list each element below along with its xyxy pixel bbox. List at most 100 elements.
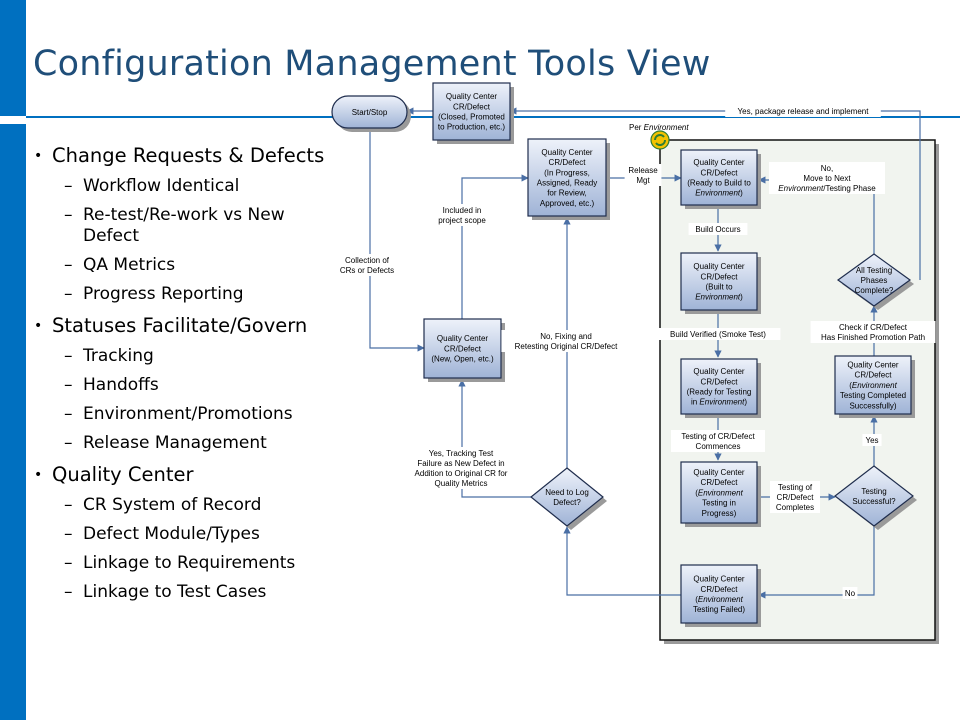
- connector-label-text: Testing of CR/Defect: [681, 432, 755, 441]
- flow-node-text: Quality Center: [693, 158, 744, 167]
- flow-node-completed: Quality CenterCR/Defect(EnvironmentTesti…: [834, 355, 915, 418]
- connector-label-text: Commences: [696, 442, 741, 451]
- sub-bullet-item: –Re-test/Re-work vs New Defect: [64, 205, 285, 246]
- sub-bullet-item: –Handoffs: [64, 375, 159, 395]
- flow-node-text: Approved, etc.): [540, 199, 595, 208]
- sub-bullet-item: –QA Metrics: [64, 255, 176, 275]
- slide-title: Configuration Management Tools View: [33, 44, 711, 84]
- flow-node-text: (New, Open, etc.): [431, 355, 494, 364]
- connector-label-text: Mgt: [636, 176, 650, 185]
- decision-text: Need to Log: [545, 488, 589, 497]
- cycle-icon: [650, 130, 670, 150]
- flow-node-text: Environment): [695, 189, 743, 198]
- flow-node-text: Successfully): [849, 401, 896, 410]
- flow-node-text: (Environment: [695, 595, 743, 604]
- connector-label-build-verified: Build Verified (Smoke Test): [655, 328, 781, 340]
- flow-node-text: CR/Defect: [549, 158, 587, 167]
- connector-label-text: CRs or Defects: [340, 266, 394, 275]
- connector-label-text: Move to Next: [803, 174, 851, 183]
- bullet-dot: •: [34, 148, 43, 164]
- connector-label-text: Yes: [865, 436, 878, 445]
- connector-label-no: No: [842, 587, 858, 599]
- flow-node-text: Quality Center: [446, 92, 497, 101]
- bullet-item: •Statuses Facilitate/Govern: [34, 314, 308, 337]
- sub-bullet-item: –Linkage to Test Cases: [64, 582, 267, 602]
- per-environment-label: Per Environment: [629, 123, 689, 132]
- connector-label-text: No: [845, 589, 856, 598]
- connector-label-text: No,: [821, 164, 833, 173]
- left-accent-bar-bottom: [0, 124, 26, 720]
- flow-node-text: for Review,: [547, 189, 587, 198]
- start-stop-node: [331, 95, 408, 129]
- flow-node-text: Quality Center: [693, 367, 744, 376]
- flow-node-text: (Ready for Testing: [687, 387, 752, 396]
- connector-label-text: Retesting Original CR/Defect: [515, 342, 618, 351]
- connector-label-text: Environment/Testing Phase: [778, 184, 876, 193]
- sub-bullet-item: –Tracking: [64, 346, 154, 366]
- connector-label-text: Included in: [443, 206, 482, 215]
- sub-bullet-item: –Progress Reporting: [64, 284, 244, 304]
- flow-node-failed: Quality CenterCR/Defect(EnvironmentTesti…: [680, 564, 761, 627]
- flow-node-text: Progress): [702, 509, 737, 518]
- sub-bullet-item: –Release Management: [64, 433, 267, 453]
- flow-node-text: CR/Defect: [701, 272, 739, 281]
- bullet-dot: •: [34, 467, 43, 483]
- flow-node-text: CR/Defect: [453, 102, 491, 111]
- left-accent-bar-top: [0, 0, 26, 116]
- decision-text: Defect?: [553, 498, 581, 507]
- connector-label-text: Quality Metrics: [435, 479, 488, 488]
- connector-label-text: Build Occurs: [695, 225, 740, 234]
- connector-label-text: Yes, package release and implement: [738, 107, 870, 116]
- decision-text: Successful?: [852, 497, 896, 506]
- connector-label-text: Collection of: [345, 256, 390, 265]
- connector-label-package: Yes, package release and implement: [725, 105, 881, 117]
- sub-bullet-item: –Workflow Identical: [64, 176, 240, 196]
- connector-label-text: Addition to Original CR for: [415, 469, 508, 478]
- sub-bullet-item: –Defect Module/Types: [64, 524, 260, 544]
- flow-node-text: (Environment: [849, 381, 897, 390]
- flow-node-text: Quality Center: [541, 148, 592, 157]
- flow-node-text: CR/Defect: [444, 344, 482, 353]
- connector-label-build-occurs: Build Occurs: [688, 223, 748, 235]
- flow-node-text: Quality Center: [693, 262, 744, 271]
- flow-node-testing: Quality CenterCR/Defect(EnvironmentTesti…: [680, 461, 761, 527]
- flow-node-text: CR/Defect: [701, 168, 739, 177]
- flow-node-text: (Environment: [695, 488, 743, 497]
- connector-label-text: CR/Defect: [777, 493, 815, 502]
- decision-text: Testing: [861, 487, 886, 496]
- connector-label-text: Failure as New Defect in: [417, 459, 504, 468]
- decision-text: All Testing: [856, 266, 892, 275]
- connector-label-text: Yes, Tracking Test: [429, 449, 494, 458]
- flow-node-text: (Built to: [705, 282, 733, 291]
- bullet-list: •Change Requests & Defects –Workflow Ide…: [34, 140, 339, 603]
- bullet-dot: •: [34, 318, 43, 334]
- flow-node-text: Quality Center: [693, 575, 744, 584]
- flow-node-text: in Environment): [691, 398, 747, 407]
- flow-node-text: (Ready to Build to: [687, 178, 751, 187]
- connector-label-text: Has Finished Promotion Path: [821, 333, 925, 342]
- flow-node-text: CR/Defect: [855, 371, 893, 380]
- sub-bullet-item: –Linkage to Requirements: [64, 553, 296, 573]
- flow-node-text: Testing in: [702, 499, 736, 508]
- flow-node-text: Testing Failed): [693, 605, 745, 614]
- flow-node-text: Testing Completed: [840, 391, 906, 400]
- flow-node-text: CR/Defect: [701, 377, 739, 386]
- flow-node-text: to Production, etc.): [438, 123, 505, 132]
- flow-node-text: Assigned, Ready: [537, 178, 597, 187]
